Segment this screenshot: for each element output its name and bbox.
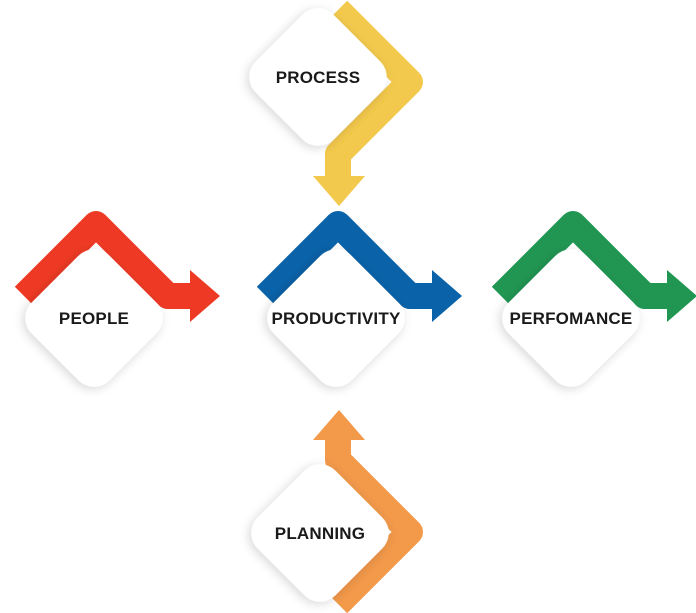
process-node: PROCESS bbox=[249, 8, 387, 146]
planning-arrow bbox=[313, 410, 423, 613]
performance-arrow-band bbox=[491, 211, 669, 309]
people-arrow-band bbox=[14, 211, 192, 309]
performance-label: PERFOMANCE bbox=[510, 309, 633, 328]
performance-arrow-head bbox=[667, 270, 696, 322]
planning-label: PLANNING bbox=[275, 524, 365, 543]
people-node: PEOPLE bbox=[25, 249, 163, 387]
planning-arrow-band bbox=[325, 438, 423, 613]
people-arrow bbox=[14, 211, 220, 322]
process-label: PROCESS bbox=[276, 68, 361, 87]
productivity-arrow-band bbox=[256, 211, 434, 309]
process-arrow-head bbox=[313, 176, 365, 206]
performance-diamond bbox=[502, 249, 640, 387]
people-arrow-head bbox=[190, 270, 220, 322]
productivity-diamond bbox=[267, 249, 405, 387]
planning-diamond bbox=[251, 464, 389, 602]
productivity-node: PRODUCTIVITY bbox=[267, 249, 405, 387]
productivity-arrow-head bbox=[432, 270, 462, 322]
productivity-label: PRODUCTIVITY bbox=[272, 309, 401, 328]
performance-node: PERFOMANCE bbox=[502, 249, 640, 387]
productivity-arrow bbox=[256, 211, 462, 322]
process-diamond bbox=[249, 8, 387, 146]
people-diamond bbox=[25, 249, 163, 387]
process-arrow-band bbox=[325, 0, 423, 178]
planning-arrow-head bbox=[313, 410, 365, 440]
process-arrow bbox=[313, 0, 423, 206]
planning-node: PLANNING bbox=[251, 464, 389, 602]
performance-arrow bbox=[491, 211, 696, 322]
people-label: PEOPLE bbox=[59, 309, 129, 328]
